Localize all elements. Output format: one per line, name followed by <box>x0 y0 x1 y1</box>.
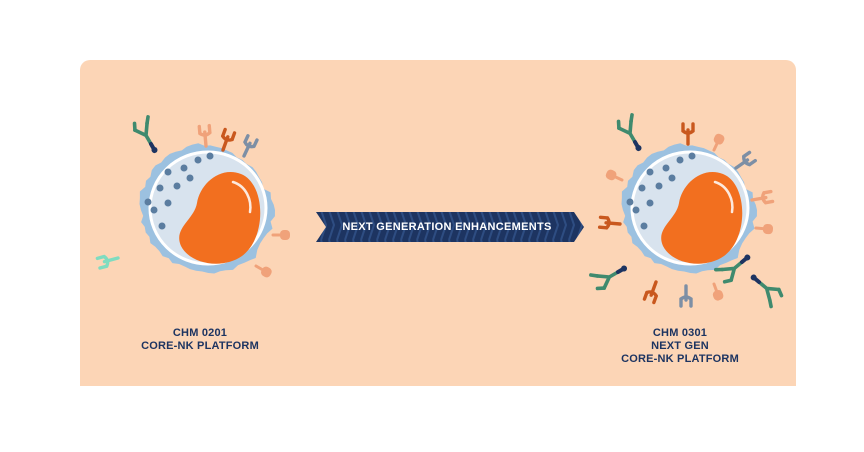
nucleus-left <box>179 172 261 264</box>
caption-right: CHM 0301 NEXT GEN CORE-NK PLATFORM <box>580 327 780 366</box>
caption-right-line-1: CHM 0301 <box>652 327 708 339</box>
nk-cell-left <box>95 113 292 281</box>
granules-left <box>144 152 214 230</box>
chevron-arrow-icon <box>316 212 584 242</box>
enhancement-banner <box>316 212 584 242</box>
caption-right-line-2: NEXT GEN <box>651 340 709 352</box>
caption-left-line-2: CORE-NK PLATFORM <box>141 340 259 352</box>
caption-left-line-1: CHM 0201 <box>172 327 228 339</box>
diagram-panel: NEXT GENERATION ENHANCEMENTS CHM 0201 CO… <box>80 60 796 386</box>
banner-label: NEXT GENERATION ENHANCEMENTS <box>342 221 552 233</box>
caption-right-line-3: CORE-NK PLATFORM <box>621 353 739 365</box>
nk-cell-right <box>587 111 786 310</box>
diagram-canvas <box>80 60 796 386</box>
nucleus-right <box>661 172 743 264</box>
caption-left: CHM 0201 CORE-NK PLATFORM <box>100 327 300 353</box>
granules-right <box>626 152 696 230</box>
